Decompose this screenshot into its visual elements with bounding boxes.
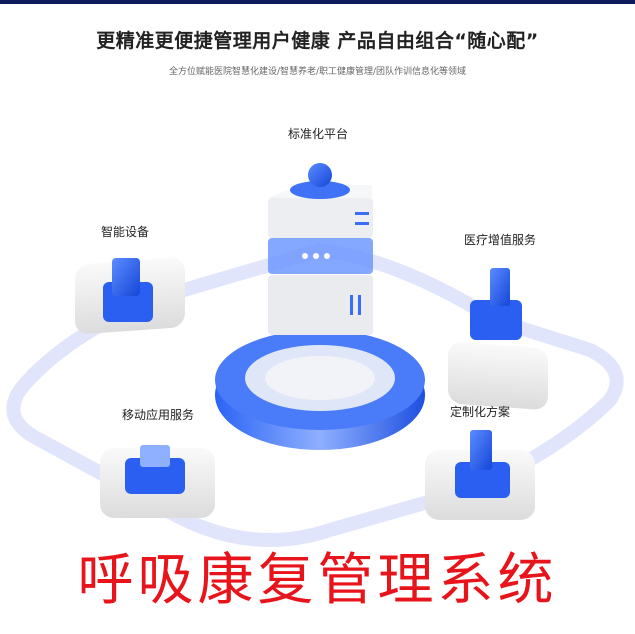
device-tile xyxy=(75,258,185,334)
subtitle: 全方位赋能医院智慧化建设/智慧养老/职工健康管理/团队作训信息化等领域 xyxy=(168,67,467,77)
center-ring xyxy=(215,330,425,450)
top-banner-bar xyxy=(0,0,635,4)
product-title: 呼吸康复管理系统 xyxy=(77,548,558,613)
custom-tile xyxy=(425,430,535,520)
node-label-platform: 标准化平台 xyxy=(287,127,349,141)
node-label-mobile: 移动应用服务 xyxy=(121,408,195,422)
node-label-medical: 医疗增值服务 xyxy=(463,233,537,247)
node-label-custom: 定制化方案 xyxy=(449,405,511,419)
mobile-tile xyxy=(100,445,215,518)
medical-tile xyxy=(448,268,548,410)
node-label-device: 智能设备 xyxy=(100,225,150,239)
headline: 更精准更便捷管理用户健康 产品自由组合“随心配” xyxy=(96,30,539,52)
server-stack-icon xyxy=(268,163,373,335)
